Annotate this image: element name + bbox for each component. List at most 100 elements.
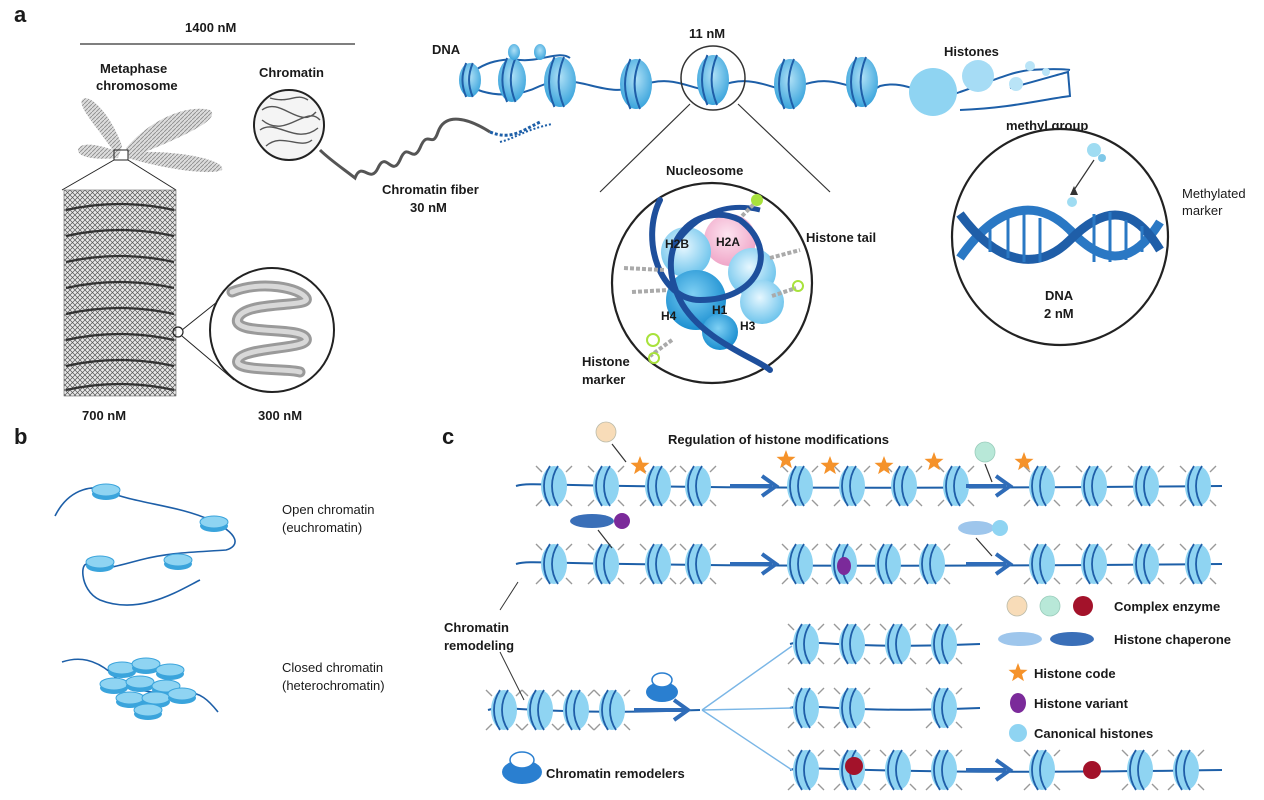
nucleosome-bead	[846, 56, 878, 108]
row-nucleosome	[679, 465, 717, 507]
row-nucleosome	[593, 689, 631, 731]
row-nucleosome	[1023, 543, 1061, 585]
row-nucleosome	[639, 465, 677, 507]
canonical-histone-marker	[992, 520, 1008, 536]
row-nucleosome	[1121, 749, 1159, 791]
row-nucleosome	[639, 543, 677, 585]
scale-1400: 1400 nM	[185, 20, 236, 35]
closed-chromatin-nucleosomes	[99, 657, 197, 720]
complex-enzyme-peach	[595, 421, 617, 443]
nucleosome-bead	[544, 56, 576, 108]
row-nucleosome	[587, 543, 625, 585]
row-nucleosome	[1179, 465, 1217, 507]
legend-chaperone-dark-icon	[1050, 632, 1094, 646]
legend-chaperone-light-icon	[998, 632, 1042, 646]
row-nucleosome	[521, 689, 559, 731]
dna-helix-detail	[950, 127, 1170, 347]
row-nucleosome	[937, 465, 975, 507]
closed-nucleosome	[141, 691, 171, 708]
open-chromatin-graphic	[54, 487, 236, 606]
legend-canonical-histones-icon	[1009, 724, 1027, 742]
remodeling-label-2: remodeling	[444, 638, 514, 653]
legend-histone-variant-icon	[1010, 693, 1026, 713]
closed-nucleosome	[107, 661, 137, 678]
nucleosome-bead	[498, 57, 526, 103]
legend-canonical-histones: Canonical histones	[1034, 726, 1153, 741]
closed-nucleosome	[131, 657, 161, 674]
row-nucleosome	[787, 687, 825, 729]
row-nucleosome	[879, 623, 917, 665]
dna-strand	[515, 561, 1223, 567]
legend-histone-code: Histone code	[1034, 666, 1116, 681]
h3-label: H3	[740, 319, 756, 333]
legend-histone-chaperone: Histone chaperone	[1114, 632, 1231, 647]
dna-2-label-2: 2 nM	[1044, 306, 1074, 321]
dna-strand	[515, 483, 1223, 489]
flow-arrow-head	[760, 474, 780, 498]
panel-b-label: b	[14, 424, 27, 449]
nucleosome-beads	[459, 44, 878, 110]
histone-core-medium	[962, 60, 994, 92]
metaphase-label-1: Metaphase	[100, 61, 167, 76]
open-nucleosome	[199, 515, 229, 532]
complex-enzyme-mint	[974, 441, 996, 463]
histone-variant-marker	[614, 513, 630, 529]
histone-code-star	[820, 456, 840, 475]
chaperone-dark	[570, 514, 614, 528]
row-nucleosome	[787, 749, 825, 791]
remodelers-label: Chromatin remodelers	[546, 766, 685, 781]
row-nucleosome	[587, 465, 625, 507]
histone-marker-label-2: marker	[582, 372, 625, 387]
remodeling-branch-lines	[701, 645, 793, 771]
h2a-label: H2A	[716, 235, 740, 249]
nucleosome-bead	[774, 58, 806, 110]
legend: Complex enzyme Histone chaperone Histone…	[998, 595, 1231, 742]
closed-chromatin-label-2: (heterochromatin)	[282, 678, 385, 693]
zoom-circle	[680, 45, 746, 111]
flow-arrow-head	[760, 552, 780, 576]
closed-nucleosome	[133, 703, 163, 720]
closed-nucleosome	[115, 691, 145, 708]
flow-arrow-head	[994, 758, 1014, 782]
legend-histone-code-star-icon	[1008, 663, 1028, 682]
open-chromatin-label-2: (euchromatin)	[282, 520, 362, 535]
row-nucleosome	[1179, 543, 1217, 585]
row-nucleosome	[1167, 749, 1205, 791]
row-nucleosome	[885, 465, 923, 507]
flow-arrow-head	[672, 698, 692, 722]
row-nucleosome	[1127, 543, 1165, 585]
complex-enzyme-red	[1083, 761, 1101, 779]
dna-label: DNA	[432, 42, 461, 57]
row-nucleosome	[557, 689, 595, 731]
histone-code-star	[1014, 452, 1034, 471]
histone-code-star	[776, 450, 796, 469]
closed-nucleosome	[155, 663, 185, 680]
nucleosome-bead	[459, 62, 481, 98]
histone-marker-label-1: Histone	[582, 354, 630, 369]
closed-nucleosome	[99, 677, 129, 694]
legend-enzyme-red-icon	[1073, 596, 1093, 616]
regulation-title: Regulation of histone modifications	[668, 432, 889, 447]
histone-core-large	[909, 68, 957, 116]
row-nucleosome	[781, 465, 819, 507]
row-nucleosome	[913, 543, 951, 585]
chromatid-column-700nm	[63, 189, 177, 397]
chromatin-fiber-30nm	[318, 117, 491, 181]
scale-300: 300 nM	[258, 408, 302, 423]
h4-label: H4	[661, 309, 677, 323]
open-nucleosome	[163, 553, 193, 570]
methylated-marker-label-2: marker	[1182, 203, 1223, 218]
dna-2-label-1: DNA	[1045, 288, 1074, 303]
row-nucleosome	[833, 623, 871, 665]
panel-c-label: c	[442, 424, 454, 449]
nucleosome-bead	[697, 54, 729, 106]
variant-inserted	[837, 557, 851, 575]
methylated-marker-label-1: Methylated	[1182, 186, 1246, 201]
metaphase-chromosome	[78, 98, 223, 173]
open-chromatin-label-1: Open chromatin	[282, 502, 375, 517]
row-nucleosome	[535, 543, 573, 585]
remodelers-legend-icon	[502, 751, 542, 784]
histone-code-star	[630, 456, 650, 475]
complex-enzyme-red	[845, 757, 863, 775]
chromatin-label: Chromatin	[259, 65, 324, 80]
